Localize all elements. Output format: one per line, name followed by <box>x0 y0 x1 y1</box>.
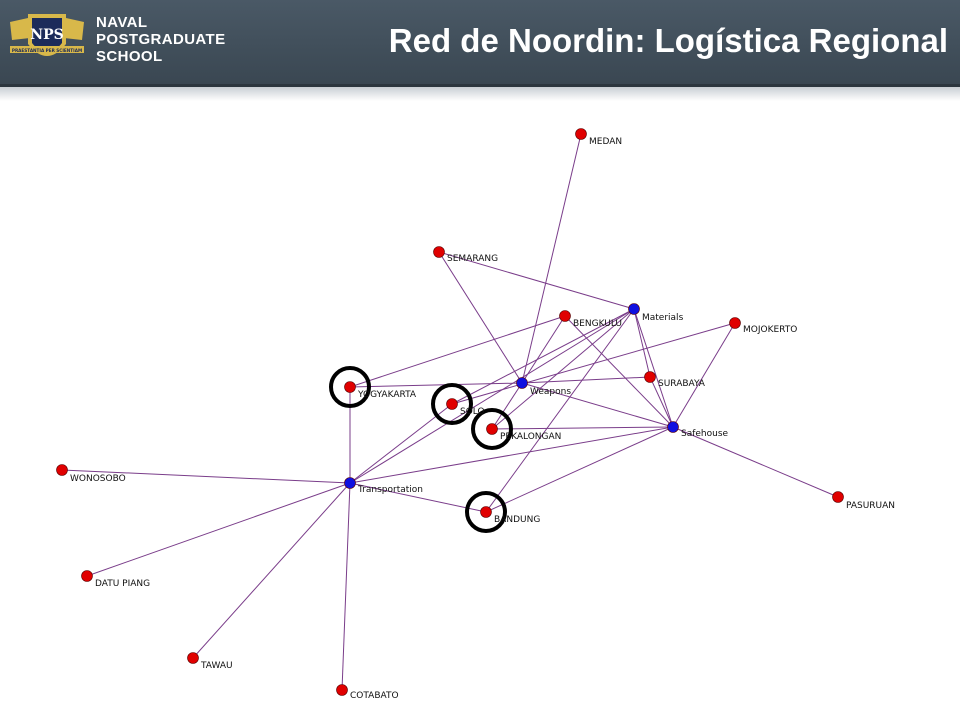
edge-materials-surabaya <box>633 308 651 378</box>
node-label-datu_piang: DATU PIANG <box>95 579 150 589</box>
edge-semarang-materials <box>438 251 635 310</box>
node-tawau[interactable] <box>187 652 199 664</box>
edge-weapons-pekalongan <box>491 382 523 430</box>
edge-medan-weapons <box>521 133 582 384</box>
node-label-mojokerto: MOJOKERTO <box>743 325 797 335</box>
node-bandung[interactable] <box>480 506 492 518</box>
highlight-ring-bandung <box>465 491 507 533</box>
node-semarang[interactable] <box>433 246 445 258</box>
highlight-ring-solo <box>431 383 473 425</box>
edge-bandung-safehouse <box>485 426 674 513</box>
node-label-transportation: Transportation <box>357 485 423 495</box>
edge-semarang-weapons <box>438 251 523 384</box>
node-label-pekalongan: PEKALONGAN <box>500 432 561 442</box>
school-line-1: NAVAL <box>96 14 148 31</box>
edge-weapons-surabaya <box>521 376 651 384</box>
highlight-ring-pekalongan <box>471 408 513 450</box>
edge-surabaya-safehouse <box>649 376 674 428</box>
edge-mojokerto-safehouse <box>672 322 736 428</box>
node-cotabato[interactable] <box>336 684 348 696</box>
node-label-bengkulu: BENGKULU <box>573 319 622 329</box>
edge-transportation-cotabato <box>341 482 351 691</box>
node-label-materials: Materials <box>642 313 684 323</box>
nps-logo-icon: NPS PRAESTANTIA PER SCIENTIAM <box>10 14 84 56</box>
page-title: Red de Noordin: Logística Regional <box>388 22 948 59</box>
header-bar: NPS PRAESTANTIA PER SCIENTIAM NAVAL POST… <box>0 0 960 87</box>
node-label-yogyakarta: YOGYAKARTA <box>357 390 417 400</box>
edge-mojokerto-solo <box>451 322 736 405</box>
edge-weapons-safehouse <box>521 382 674 428</box>
edge-transportation-safehouse <box>349 426 674 484</box>
edge-transportation-wonosobo <box>61 469 351 484</box>
edge-transportation-tawau <box>192 482 351 659</box>
node-label-bandung: BANDUNG <box>494 515 540 525</box>
node-pasuruan[interactable] <box>832 491 844 503</box>
node-medan[interactable] <box>575 128 587 140</box>
logo-motto: PRAESTANTIA PER SCIENTIAM <box>12 48 82 53</box>
highlight-layer <box>329 366 513 533</box>
edge-materials-transportation <box>349 308 635 484</box>
edge-materials-bandung <box>485 308 635 513</box>
node-pekalongan[interactable] <box>486 423 498 435</box>
edge-materials-safehouse <box>633 308 674 428</box>
node-bengkulu[interactable] <box>559 310 571 322</box>
edge-yogyakarta-weapons <box>349 382 523 388</box>
edge-solo-transportation <box>349 403 453 484</box>
node-label-weapons: Weapons <box>530 387 571 397</box>
node-label-tawau: TAWAU <box>200 661 233 671</box>
edge-pekalongan-safehouse <box>491 426 674 430</box>
school-name: NAVAL POSTGRADUATE SCHOOL <box>96 14 226 65</box>
school-line-2: POSTGRADUATE <box>96 31 226 48</box>
node-wonosobo[interactable] <box>56 464 68 476</box>
node-label-wonosobo: WONOSOBO <box>70 474 126 484</box>
edge-safehouse-pasuruan <box>672 426 839 498</box>
node-materials[interactable] <box>628 303 640 315</box>
logo-text: NPS <box>30 27 63 43</box>
edge-transportation-bandung <box>349 482 487 513</box>
node-label-medan: MEDAN <box>589 137 622 147</box>
node-datu_piang[interactable] <box>81 570 93 582</box>
node-label-solo: SOLO <box>460 407 485 417</box>
node-label-pasuruan: PASURUAN <box>846 501 895 511</box>
node-safehouse[interactable] <box>667 421 679 433</box>
edge-materials-solo <box>451 308 635 405</box>
highlight-ring-yogyakarta <box>329 366 371 408</box>
edge-materials-pekalongan <box>491 308 635 430</box>
edge-yogyakarta-bengkulu <box>349 315 566 388</box>
node-solo[interactable] <box>446 398 458 410</box>
node-label-surabaya: SURABAYA <box>658 379 706 389</box>
node-transportation[interactable] <box>344 477 356 489</box>
edge-bengkulu-weapons <box>521 315 566 384</box>
node-surabaya[interactable] <box>644 371 656 383</box>
header-shadow <box>0 87 960 101</box>
node-label-safehouse: Safehouse <box>681 429 729 439</box>
edge-bengkulu-safehouse <box>564 315 674 428</box>
edge-transportation-datu_piang <box>86 482 351 577</box>
node-yogyakarta[interactable] <box>344 381 356 393</box>
edge-layer <box>61 133 839 691</box>
node-mojokerto[interactable] <box>729 317 741 329</box>
school-line-3: SCHOOL <box>96 48 163 65</box>
node-label-cotabato: COTABATO <box>350 691 399 701</box>
node-weapons[interactable] <box>516 377 528 389</box>
node-label-semarang: SEMARANG <box>447 254 498 264</box>
